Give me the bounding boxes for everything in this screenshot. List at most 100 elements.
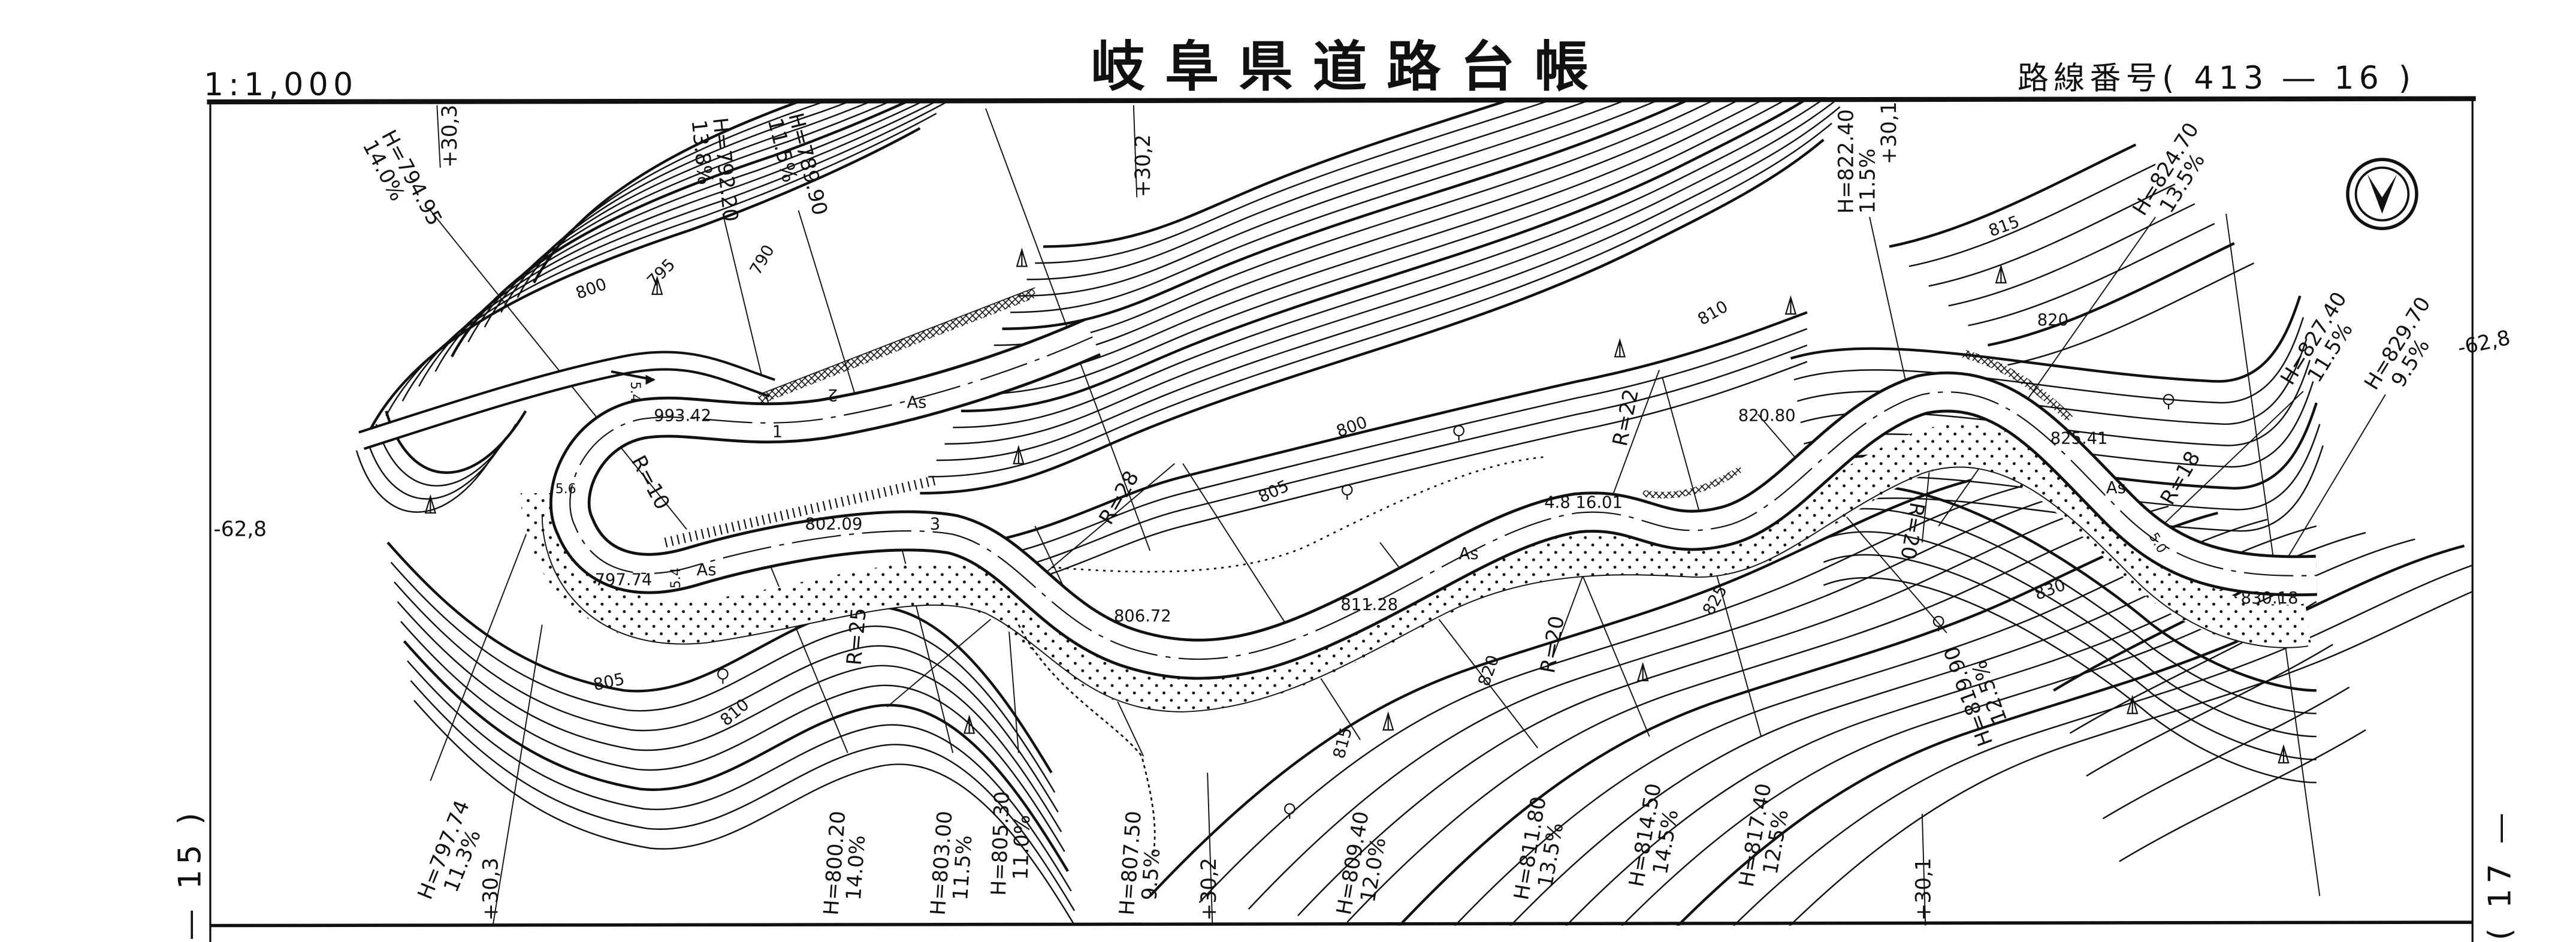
- spot-height: 993.42: [654, 406, 711, 425]
- contour-line: [1948, 203, 2196, 307]
- spot-height: 806.72: [1114, 607, 1171, 626]
- retaining-wall: [757, 288, 1037, 404]
- road-annotations: As As As As 5.6 5.4 5.4 5.0 1 2 3: [555, 381, 2169, 588]
- contour-line: [936, 106, 1841, 461]
- contour-line: [407, 660, 1072, 892]
- contour-line: [1804, 381, 2314, 468]
- plus-mark: +30,2: [1131, 134, 1155, 197]
- spot-height: 4.8 16.01: [1544, 494, 1623, 512]
- route-number-label: 路線番号: [2018, 61, 2162, 96]
- contour-line: [1793, 317, 2305, 404]
- retaining-wall: [1642, 466, 1744, 499]
- contour-line: [2102, 686, 2350, 820]
- contour-line: [977, 102, 1761, 379]
- contour-line: [1026, 102, 1587, 280]
- retaining-wall: [1962, 349, 2073, 422]
- spot-height: 825.41: [2050, 430, 2108, 448]
- plus-marks: +30,3 +30,2 +30,1 +30,3 +30,2 +30,1: [438, 101, 1935, 920]
- contour-line: [985, 328, 1808, 560]
- broadleaf-tree-icon: [717, 668, 729, 684]
- road-width: 5.4: [627, 381, 642, 402]
- plus-mark: +30,3: [479, 858, 503, 920]
- contour-line: [403, 640, 1069, 872]
- curve-radius: R=18: [2156, 447, 2206, 509]
- broadleaf-tree-icon: [1341, 484, 1353, 500]
- stream-line: [1017, 624, 1156, 855]
- offset-right: -62,8: [2456, 326, 2512, 361]
- embankment-area: [521, 424, 2312, 712]
- conifer-tree-icon: [2127, 695, 2139, 714]
- contour-line: [1198, 485, 2021, 904]
- contour-line: [928, 122, 1832, 478]
- contour-line: [1043, 102, 1508, 248]
- contour-label: 805: [1255, 477, 1291, 507]
- map-frame: [207, 96, 2476, 942]
- contour-line: [1149, 478, 1972, 897]
- contour-line: [400, 621, 1065, 852]
- contour-label: 800: [573, 275, 609, 303]
- contour-line: [1248, 492, 2070, 910]
- embankment-edge: [541, 466, 2309, 712]
- station-grade: 11.5%: [949, 834, 977, 901]
- conifer-tree-icon: [963, 714, 976, 734]
- spot-height: 797.74: [594, 571, 652, 590]
- contour-line: [394, 581, 1059, 813]
- conifer-tree-icon: [1013, 445, 1025, 464]
- contour-line: [397, 601, 1062, 832]
- contour-line: [2007, 262, 2255, 366]
- contour-line: [1732, 564, 2473, 926]
- contour-label: 790: [747, 242, 778, 279]
- contour-lines: [355, 102, 2473, 926]
- km-mark: 1: [772, 423, 783, 442]
- contour-line: [484, 102, 872, 328]
- contour-line: [467, 102, 891, 343]
- broadleaf-tree-icon: [1284, 803, 1295, 819]
- contour-label: 810: [1695, 297, 1731, 329]
- offset-left: -62,8: [213, 517, 267, 541]
- conifer-tree-icon: [2278, 744, 2290, 764]
- contour-label: 800: [1334, 413, 1370, 441]
- contour-line: [355, 450, 497, 513]
- contour-line: [985, 361, 1808, 593]
- contour-line: [1676, 544, 2465, 926]
- conifer-tree-icon: [1614, 338, 1626, 358]
- retaining-wall-edge: [759, 287, 1035, 395]
- contour-line: [434, 102, 923, 372]
- station-elevation: H=822.40: [1835, 109, 1859, 213]
- contour-line: [1968, 222, 2215, 327]
- surface-label: As: [1459, 545, 1479, 563]
- curve-radius: R=28: [1095, 467, 1144, 529]
- station-grade: 11.0%: [1009, 814, 1035, 880]
- conifer-tree-icon: [1784, 295, 1797, 315]
- contour-line: [985, 344, 1808, 576]
- contour-line: [1988, 242, 2235, 347]
- surface-label: As: [907, 393, 926, 412]
- spot-height: 830.18: [2241, 589, 2299, 608]
- surface-label: As: [2106, 479, 2126, 497]
- contour-line: [533, 102, 802, 283]
- next-sheet-number: ( 17 —: [2482, 808, 2518, 940]
- contour-line: [1908, 164, 2156, 267]
- arrowhead-icon: [645, 375, 656, 385]
- spot-height: 811.28: [1340, 596, 1398, 614]
- contour-line: [1297, 499, 2120, 916]
- contour-label: 830: [2033, 576, 2068, 604]
- contour-line: [1823, 554, 2317, 760]
- contour-line: [2086, 644, 2333, 777]
- contour-line: [986, 102, 1737, 363]
- spot-height: 820.80: [1738, 406, 1796, 425]
- conifer-tree-icon: [1016, 247, 1028, 267]
- plus-mark: +30,3: [438, 105, 462, 168]
- curve-radius: R=20: [1536, 614, 1569, 675]
- km-mark: 2: [828, 385, 838, 404]
- broadleaf-tree-icon: [1453, 425, 1464, 441]
- station-elevation: H=805.30: [987, 791, 1014, 896]
- cut-boundary: [1051, 456, 1545, 573]
- contour-line: [1928, 183, 2176, 287]
- station-grade: 9.5%: [1137, 847, 1165, 901]
- side-road: [358, 351, 775, 450]
- contour-line: [390, 561, 1056, 793]
- conifer-tree-icon: [424, 494, 437, 514]
- contour-line: [944, 102, 1835, 445]
- contour-label: 815: [1330, 726, 1356, 761]
